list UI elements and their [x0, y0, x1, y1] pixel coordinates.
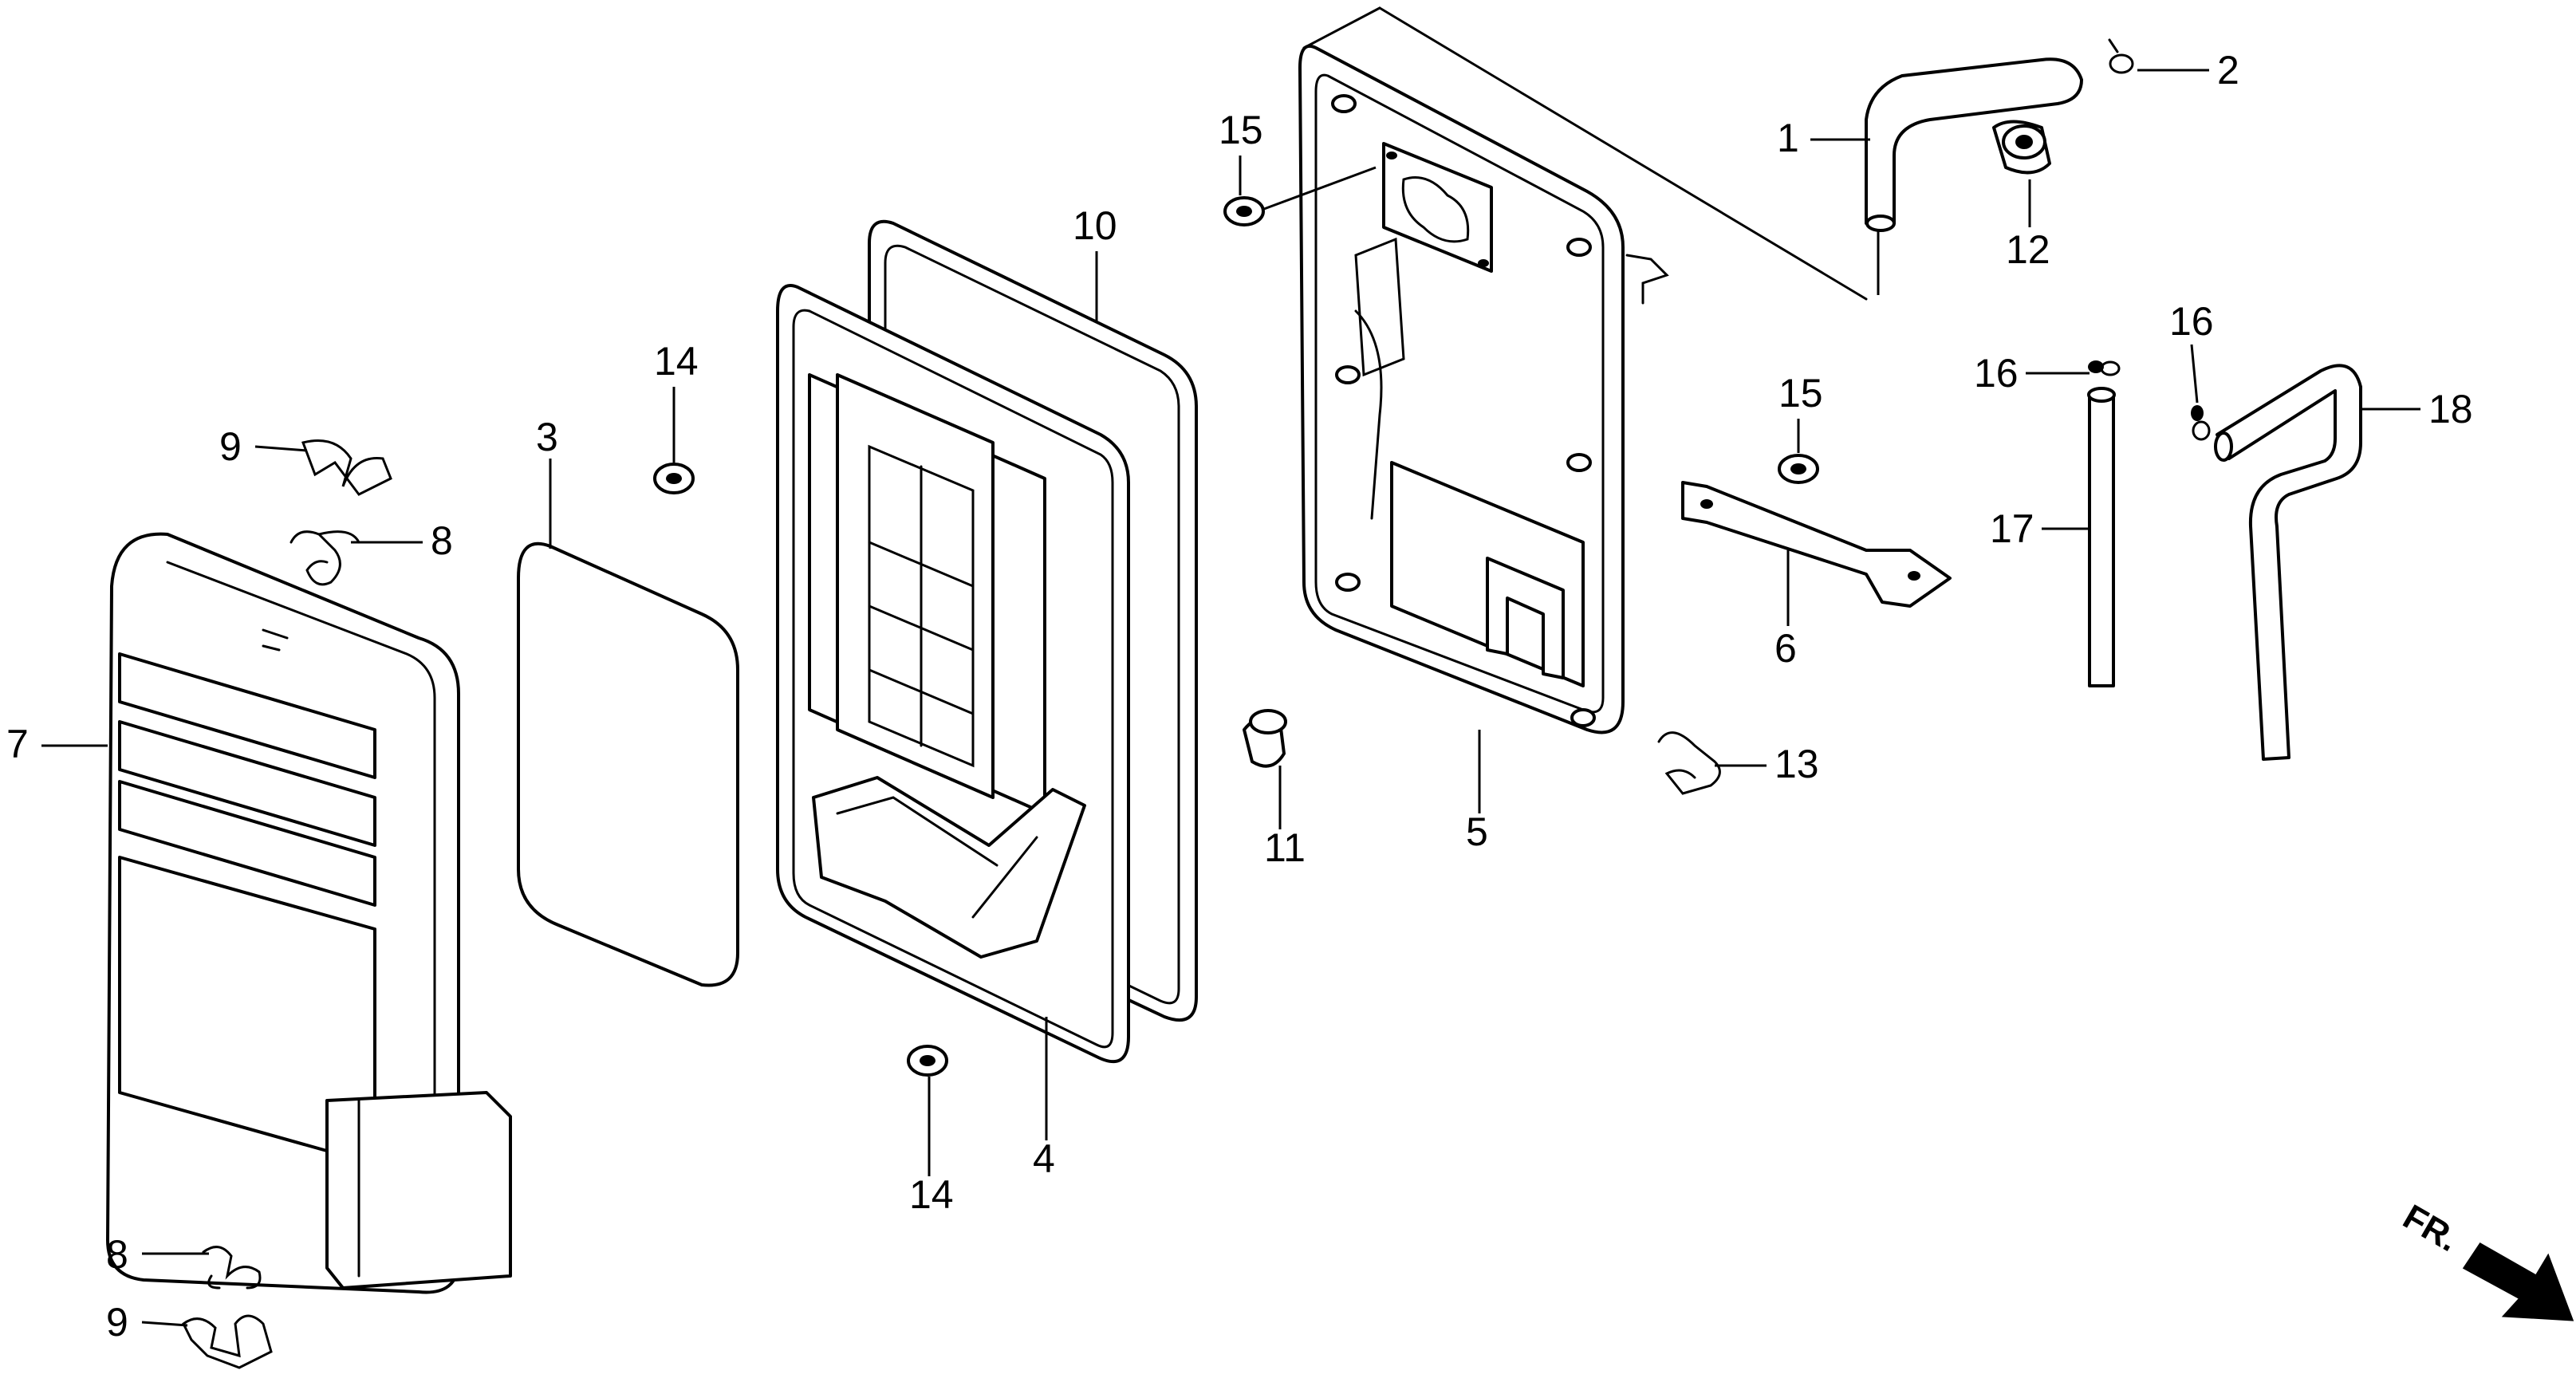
callout-16-right: 16 [2169, 299, 2214, 404]
callout-label-15-lower: 15 [1778, 371, 1823, 415]
callout-16-left: 16 [1974, 351, 2090, 396]
callout-2: 2 [2137, 48, 2239, 93]
callout-label-12: 12 [2006, 227, 2050, 272]
grommet-part-12 [1992, 120, 2051, 175]
front-direction-marker: FR. [2397, 1197, 2574, 1321]
clip-part-2 [2108, 38, 2134, 74]
callout-label-15-upper: 15 [1219, 108, 1263, 152]
callout-15-lower: 15 [1778, 371, 1823, 453]
callout-18: 18 [2362, 387, 2473, 431]
callout-8-upper: 8 [351, 518, 453, 563]
nut-part-14-lower [907, 1045, 948, 1077]
callout-label-16-right: 16 [2169, 299, 2214, 344]
tube-part-17 [2087, 387, 2116, 687]
callout-label-14-upper: 14 [654, 339, 699, 384]
nut-part-15-lower [1778, 454, 1819, 484]
callout-11: 11 [1264, 766, 1306, 870]
clip-part-16-left [2088, 360, 2121, 376]
callout-label-5: 5 [1466, 809, 1488, 854]
callout-label-16-left: 16 [1974, 351, 2019, 396]
nut-part-14-upper [653, 463, 695, 494]
callout-10: 10 [1073, 203, 1117, 323]
callout-label-7: 7 [6, 722, 29, 766]
callout-label-13: 13 [1774, 742, 1819, 786]
callout-12: 12 [2006, 179, 2050, 272]
stay-part-6 [1681, 481, 1952, 608]
callout-15-upper: 15 [1219, 108, 1263, 195]
callout-label-9-lower: 9 [106, 1300, 128, 1345]
front-marker-label: FR. [2397, 1197, 2465, 1259]
callout-8-lower: 8 [106, 1232, 209, 1277]
callout-13: 13 [1715, 742, 1819, 786]
callout-label-1: 1 [1777, 116, 1799, 160]
callout-14-upper: 14 [654, 339, 699, 463]
callout-label-9-upper: 9 [219, 424, 242, 469]
callout-label-2: 2 [2217, 48, 2239, 93]
callout-label-14-lower: 14 [909, 1172, 954, 1217]
callout-14-lower: 14 [909, 1077, 954, 1217]
breather-tube-part-1 [1302, 6, 2083, 301]
callout-label-4: 4 [1033, 1136, 1055, 1181]
callout-3: 3 [536, 415, 558, 549]
callout-17: 17 [1990, 506, 2090, 551]
callout-label-6: 6 [1774, 626, 1797, 671]
callout-6: 6 [1774, 550, 1797, 671]
callout-label-8-lower: 8 [106, 1232, 128, 1277]
callout-label-8-upper: 8 [431, 518, 453, 563]
base-plate-part-5 [1298, 44, 1669, 734]
clip-part-13 [1657, 731, 1721, 795]
case-part-4 [776, 284, 1130, 1064]
clip-part-8-upper [290, 530, 360, 586]
callout-9-upper: 9 [219, 424, 308, 469]
callout-4: 4 [1033, 1017, 1055, 1181]
clip-part-8-lower [202, 1246, 262, 1290]
callout-5: 5 [1466, 730, 1488, 854]
callout-label-18: 18 [2428, 387, 2473, 431]
callout-7: 7 [6, 722, 108, 766]
filter-element-part-3 [517, 541, 739, 987]
plug-part-11 [1243, 709, 1287, 768]
callout-label-11: 11 [1264, 825, 1306, 870]
tube-part-18 [2214, 364, 2362, 761]
nut-part-15-upper [1223, 166, 1377, 226]
clip-part-9-lower [182, 1314, 273, 1369]
callout-1: 1 [1777, 116, 1870, 160]
callout-label-3: 3 [536, 415, 558, 459]
clip-part-16-right [2191, 405, 2211, 441]
callout-9-lower: 9 [106, 1300, 188, 1345]
callout-label-17: 17 [1990, 506, 2034, 551]
callout-label-10: 10 [1073, 203, 1117, 248]
clip-part-9-upper [301, 439, 392, 496]
front-arrow-icon [2462, 1242, 2574, 1321]
cover-part-7 [106, 532, 512, 1294]
